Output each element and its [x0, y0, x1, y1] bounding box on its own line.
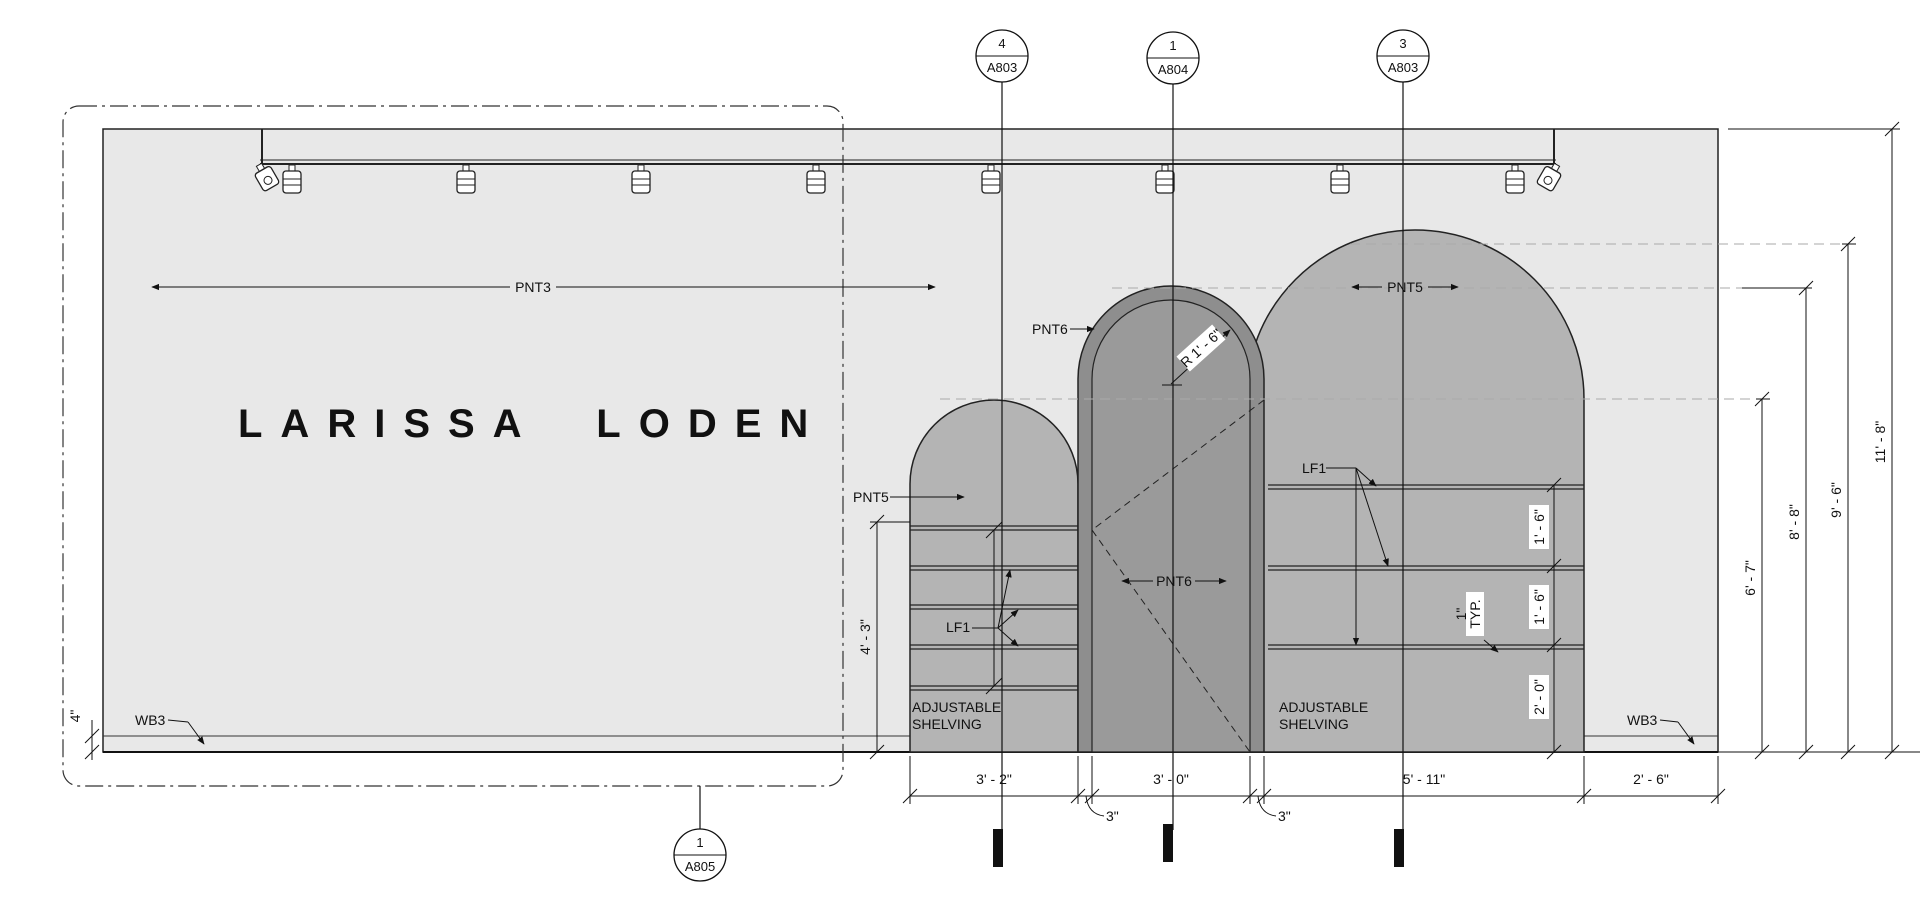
section-marker-block [1394, 829, 1404, 867]
shelving-note-left-line2: SHELVING [912, 716, 982, 732]
track-light-fixture [981, 164, 1001, 194]
gap-dim-1: 3" [1106, 808, 1119, 824]
section-tag-sheet: A804 [1158, 62, 1188, 77]
center-arch-diagonal-marks [1091, 399, 1265, 753]
brand-signage: LARISSA LODEN [238, 402, 826, 446]
section-tag-sheet: A803 [1388, 60, 1418, 75]
material-tag-wb3-left: WB3 [135, 712, 166, 728]
material-tag-wb3-right: WB3 [1627, 712, 1658, 728]
material-tag-pnt5-left: PNT5 [853, 489, 889, 505]
base-height-dim: 4" [67, 710, 83, 723]
large-arch-height-dim: 9' - 6" [1828, 482, 1844, 518]
material-tag-lf1-right: LF1 [1302, 460, 1326, 476]
wall-height-dim: 11' - 8" [1872, 421, 1888, 463]
section-marker-block [1163, 824, 1173, 862]
shelving-note-left-line1: ADJUSTABLE [912, 699, 1001, 715]
left-niche-width-dim: 3' - 2" [976, 771, 1012, 787]
material-tag-pnt3: PNT3 [515, 279, 551, 295]
shelf-thickness-dim: 1" [1453, 608, 1469, 621]
track-light-fixture [1330, 164, 1350, 194]
section-tag-number: 4 [998, 36, 1005, 51]
section-tag-number: 3 [1399, 36, 1406, 51]
material-tag-lf1-left: LF1 [946, 619, 970, 635]
section-tag[interactable]: 1 A805 [673, 828, 727, 882]
track-light-fixture [631, 164, 651, 194]
shelf-spacing-dim-1: 1' - 6" [1531, 509, 1547, 545]
track-lighting [260, 129, 1556, 165]
shelf-thickness-typ: TYP. [1467, 599, 1483, 628]
section-tag-number: 1 [696, 835, 703, 850]
center-arch-inner [1091, 299, 1251, 753]
section-tag[interactable]: 1 A804 [1146, 31, 1200, 85]
section-tag[interactable]: 4 A803 [975, 29, 1029, 83]
left-shelving-height-dim: 4' - 3" [857, 619, 873, 655]
shelf-spacing-dim-3: 2' - 0" [1531, 679, 1547, 715]
right-arch-niche [1245, 229, 1585, 753]
shelf-spacing-dim-2: 1' - 6" [1531, 589, 1547, 625]
material-tag-pnt6-mid: PNT6 [1156, 573, 1192, 589]
gap-dim-2: 3" [1278, 808, 1291, 824]
angled-track-light-fixture [1536, 162, 1562, 192]
section-marker-block [993, 829, 1003, 867]
material-tag-pnt5-right: PNT5 [1387, 279, 1423, 295]
section-tag-sheet: A803 [987, 60, 1017, 75]
medium-arch-height-dim: 8' - 8" [1786, 504, 1802, 540]
section-tag-number: 1 [1169, 38, 1176, 53]
track-light-fixture [1505, 164, 1525, 194]
angled-track-light-fixture [254, 162, 280, 192]
material-tag-pnt6-top: PNT6 [1032, 321, 1068, 337]
track-light-fixture [806, 164, 826, 194]
track-light-fixture [1155, 164, 1175, 194]
signage-zone-boundary [62, 105, 844, 787]
center-niche-width-dim: 3' - 0" [1153, 771, 1189, 787]
right-niche-width-dim: 5' - 11" [1403, 771, 1445, 787]
section-tag-sheet: A805 [685, 859, 715, 874]
section-cut-lines [699, 80, 1404, 830]
right-niche-shelves [1268, 484, 1584, 650]
small-arch-height-dim: 6' - 7" [1742, 560, 1758, 596]
track-light-fixture [282, 164, 302, 194]
shelving-note-right-line1: ADJUSTABLE [1279, 699, 1368, 715]
end-wall-width-dim: 2' - 6" [1633, 771, 1669, 787]
section-tag[interactable]: 3 A803 [1376, 29, 1430, 83]
shelving-note-right-line2: SHELVING [1279, 716, 1349, 732]
track-light-fixture [456, 164, 476, 194]
